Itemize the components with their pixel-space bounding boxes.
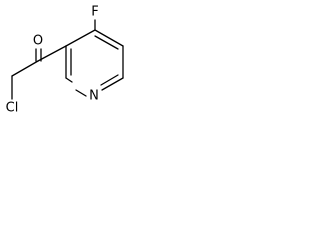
chlorine-atom-label: Cl <box>6 101 19 116</box>
bond-ring-n-c2 <box>65 77 73 83</box>
bond-ring-inner-2 <box>100 74 119 86</box>
bond-carbonyl-ring <box>37 45 67 62</box>
bond-carbonyl-ch2 <box>11 60 39 77</box>
structure-diagram: O F N Cl <box>6 5 124 116</box>
bond-ring-c3-c4 <box>94 29 124 47</box>
fluorine-atom-label: F <box>91 5 98 20</box>
nitrogen-atom-label: N <box>89 89 99 104</box>
bond-ring-c5-c6 <box>101 77 124 91</box>
bond-ring-c2-c3 <box>65 29 96 47</box>
oxygen-atom-label: O <box>33 34 43 49</box>
bond-ring-inner-1 <box>94 35 119 50</box>
bond-ring-c6-n <box>75 89 87 97</box>
